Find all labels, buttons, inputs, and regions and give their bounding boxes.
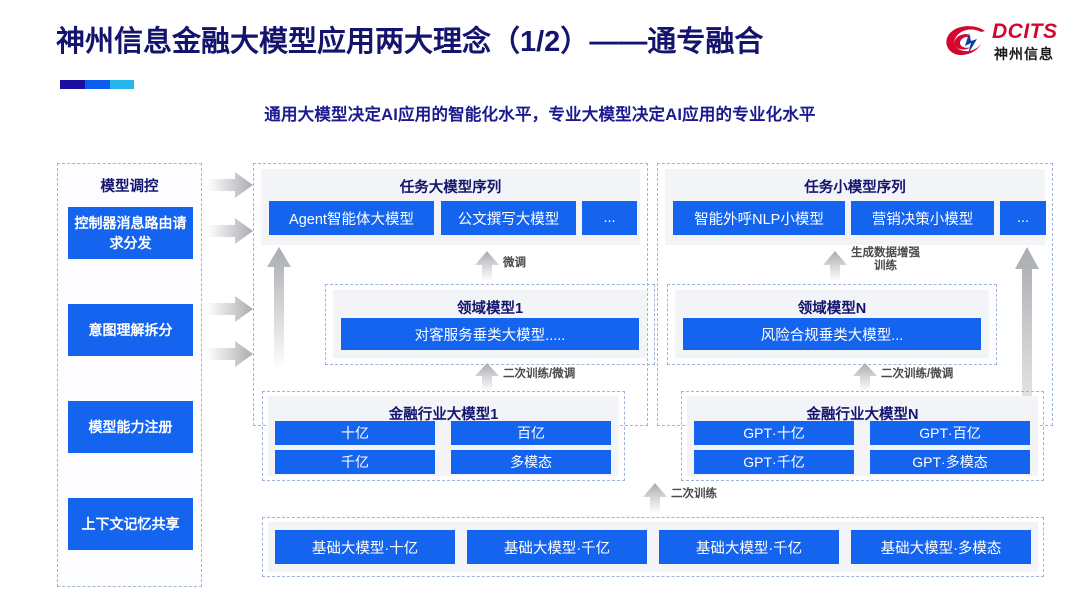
arrow-right-icon-1	[207, 172, 253, 198]
arrow-label-retrain-finetune-left: 二次训练/微调	[503, 368, 576, 380]
arrow-up-icon-retrain	[643, 483, 667, 513]
task-large-chip-1[interactable]: 公文撰写大模型	[441, 201, 576, 235]
arrow-up-icon-data-augmentation	[823, 251, 847, 281]
industry-left-chip-2[interactable]: 千亿	[275, 450, 435, 474]
page-title: 神州信息金融大模型应用两大理念（1/2）——通专融合	[56, 26, 764, 58]
arrow-label-retrain: 二次训练	[671, 488, 717, 500]
industry-left-chip-0[interactable]: 十亿	[275, 421, 435, 445]
accent-bar	[60, 80, 134, 89]
industry-right-chip-2[interactable]: GPT·千亿	[694, 450, 854, 474]
control-item-registry[interactable]: 模型能力注册	[68, 401, 193, 453]
industry-left-outer	[262, 391, 625, 481]
industry-right-chip-0[interactable]: GPT·十亿	[694, 421, 854, 445]
accent-segment-3	[109, 80, 134, 89]
arrow-up-icon-industry-to-task-small	[1015, 247, 1039, 474]
control-item-router[interactable]: 控制器消息路由请求分发	[68, 207, 193, 259]
task-small-chip-0[interactable]: 智能外呼NLP小模型	[673, 201, 845, 235]
domain-right-title: 领域模型N	[797, 301, 867, 317]
arrow-up-icon-finetune	[475, 251, 499, 281]
task-large-title: 任务大模型序列	[399, 180, 502, 196]
arrow-right-icon-2	[207, 218, 253, 244]
task-small-chip-1[interactable]: 营销决策小模型	[851, 201, 994, 235]
foundation-chip-3[interactable]: 基础大模型·多模态	[851, 530, 1031, 564]
control-item-intent[interactable]: 意图理解拆分	[68, 304, 193, 356]
architecture-diagram: 任务大模型序列 Agent智能体大模型 公文撰写大模型 ... 任务小模型序列 …	[253, 163, 1053, 587]
industry-left-chip-3[interactable]: 多模态	[451, 450, 611, 474]
company-logo: DCITS 神州信息	[944, 20, 1066, 70]
task-large-chip-2[interactable]: ...	[582, 201, 637, 235]
arrow-label-data-augmentation: 生成数据增强 训练	[851, 247, 920, 272]
page-subtitle: 通用大模型决定AI应用的智能化水平，专业大模型决定AI应用的专业化水平	[264, 106, 816, 124]
task-small-title: 任务小模型序列	[804, 180, 906, 196]
domain-left-outer	[325, 284, 655, 365]
domain-right-outer	[667, 284, 997, 365]
arrow-up-icon-retrain-finetune-right	[853, 363, 877, 391]
model-control-title: 模型调控	[100, 179, 159, 195]
model-control-panel: 模型调控 控制器消息路由请求分发 意图理解拆分 模型能力注册 上下文记忆共享	[57, 163, 202, 587]
arrow-label-finetune: 微调	[503, 257, 526, 269]
domain-left-chip-0[interactable]: 对客服务垂类大模型.....	[341, 318, 639, 350]
foundation-chip-1[interactable]: 基础大模型·千亿	[467, 530, 647, 564]
industry-left-title: 金融行业大模型1	[388, 407, 499, 423]
foundation-outer	[262, 517, 1044, 577]
arrow-label-retrain-finetune-right: 二次训练/微调	[881, 368, 954, 380]
accent-segment-2	[85, 80, 110, 89]
industry-right-title: 金融行业大模型N	[806, 407, 919, 423]
dcits-swoosh-icon	[946, 26, 985, 55]
domain-right-chip-0[interactable]: 风险合规垂类大模型...	[683, 318, 981, 350]
task-large-chip-0[interactable]: Agent智能体大模型	[269, 201, 434, 235]
arrow-right-icon-3	[207, 296, 253, 322]
task-small-chip-2[interactable]: ...	[1000, 201, 1046, 235]
arrow-up-icon-retrain-finetune-left	[475, 363, 499, 391]
accent-segment-1	[60, 80, 86, 89]
arrow-up-icon-industry-to-task-large	[267, 247, 291, 371]
logo-text-en: DCITS	[992, 20, 1058, 43]
industry-left-chip-1[interactable]: 百亿	[451, 421, 611, 445]
domain-left-title: 领域模型1	[456, 301, 524, 317]
control-item-context[interactable]: 上下文记忆共享	[68, 498, 193, 550]
industry-right-chip-1[interactable]: GPT·百亿	[870, 421, 1030, 445]
industry-right-chip-3[interactable]: GPT·多模态	[870, 450, 1030, 474]
arrow-right-icon-4	[207, 341, 253, 367]
industry-right-outer	[681, 391, 1044, 481]
foundation-chip-0[interactable]: 基础大模型·十亿	[275, 530, 455, 564]
foundation-chip-2[interactable]: 基础大模型·千亿	[659, 530, 839, 564]
logo-text-cn: 神州信息	[994, 46, 1054, 62]
